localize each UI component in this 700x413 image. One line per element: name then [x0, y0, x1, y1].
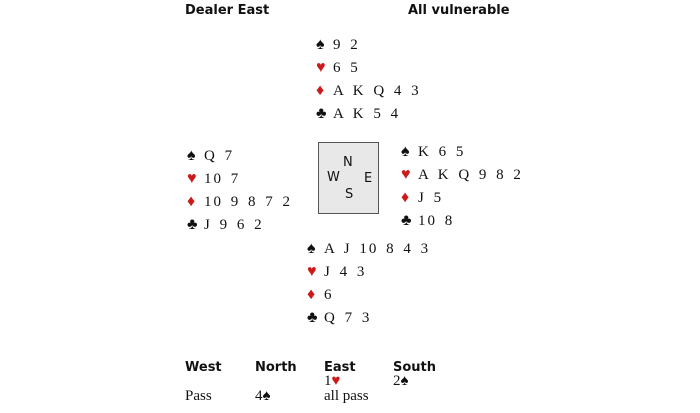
dealer-label: Dealer East	[185, 3, 270, 18]
west-hearts: 10 7	[204, 171, 241, 187]
spade-icon: ♠	[187, 147, 196, 164]
club-icon: ♣	[401, 212, 412, 229]
club-icon: ♣	[187, 216, 198, 233]
north-hand: ♠ 9 2 ♥ 6 5 ♦ A K Q 4 3 ♣ A K 5 4	[316, 33, 421, 125]
compass-east: E	[364, 171, 373, 186]
bid-level: all pass	[324, 388, 369, 404]
south-hand: ♠ A J 10 8 4 3 ♥ J 4 3 ♦ 6 ♣ Q 7 3	[307, 237, 430, 329]
heart-icon: ♥	[187, 170, 197, 187]
compass-west: W	[327, 170, 340, 185]
spade-icon: ♠	[307, 240, 316, 257]
bid-east-1: 1♥	[324, 374, 340, 389]
compass-south: S	[345, 187, 354, 202]
club-icon: ♣	[316, 105, 327, 122]
diamond-icon: ♦	[187, 193, 196, 210]
north-clubs: A K 5 4	[333, 106, 401, 122]
spade-icon: ♠	[262, 388, 271, 404]
club-icon: ♣	[307, 309, 318, 326]
vulnerability-label: All vulnerable	[408, 3, 510, 18]
diamond-icon: ♦	[316, 82, 325, 99]
west-hand: ♠ Q 7 ♥ 10 7 ♦ 10 9 8 7 2 ♣ J 9 6 2	[187, 144, 292, 236]
compass-box: N W E S	[318, 142, 379, 214]
east-hearts: A K Q 9 8 2	[418, 167, 523, 183]
east-clubs: 10 8	[418, 213, 455, 229]
south-clubs: Q 7 3	[324, 310, 372, 326]
south-hearts: J 4 3	[324, 264, 367, 280]
east-diamonds: J 5	[418, 190, 444, 206]
auction-header-east: East	[324, 360, 356, 375]
heart-icon: ♥	[316, 59, 326, 76]
north-spades: 9 2	[333, 37, 360, 53]
bid-level: 2	[393, 373, 401, 389]
diamond-icon: ♦	[307, 286, 316, 303]
auction-header-north: North	[255, 360, 297, 375]
south-diamonds: 6	[324, 287, 334, 303]
spade-icon: ♠	[400, 373, 409, 389]
north-hearts: 6 5	[333, 60, 360, 76]
compass-north: N	[343, 155, 353, 170]
west-diamonds: 10 9 8 7 2	[204, 194, 292, 210]
bid-level: Pass	[185, 388, 212, 404]
west-clubs: J 9 6 2	[204, 217, 264, 233]
auction-header-west: West	[185, 360, 222, 375]
bid-level: 4	[255, 388, 263, 404]
north-diamonds: A K Q 4 3	[333, 83, 421, 99]
bid-west-1: Pass	[185, 389, 212, 404]
spade-icon: ♠	[401, 143, 410, 160]
bid-level: 1	[324, 373, 332, 389]
diamond-icon: ♦	[401, 189, 410, 206]
heart-icon: ♥	[401, 166, 411, 183]
heart-icon: ♥	[307, 263, 317, 280]
east-spades: K 6 5	[418, 144, 466, 160]
west-spades: Q 7	[204, 148, 235, 164]
spade-icon: ♠	[316, 36, 325, 53]
bid-north-1: 4♠	[255, 389, 270, 404]
auction-header-south: South	[393, 360, 437, 375]
heart-icon: ♥	[331, 373, 341, 389]
bid-east-2: all pass	[324, 389, 369, 404]
south-spades: A J 10 8 4 3	[324, 241, 431, 257]
bid-south-1: 2♠	[393, 374, 408, 389]
east-hand: ♠ K 6 5 ♥ A K Q 9 8 2 ♦ J 5 ♣ 10 8	[401, 140, 523, 232]
